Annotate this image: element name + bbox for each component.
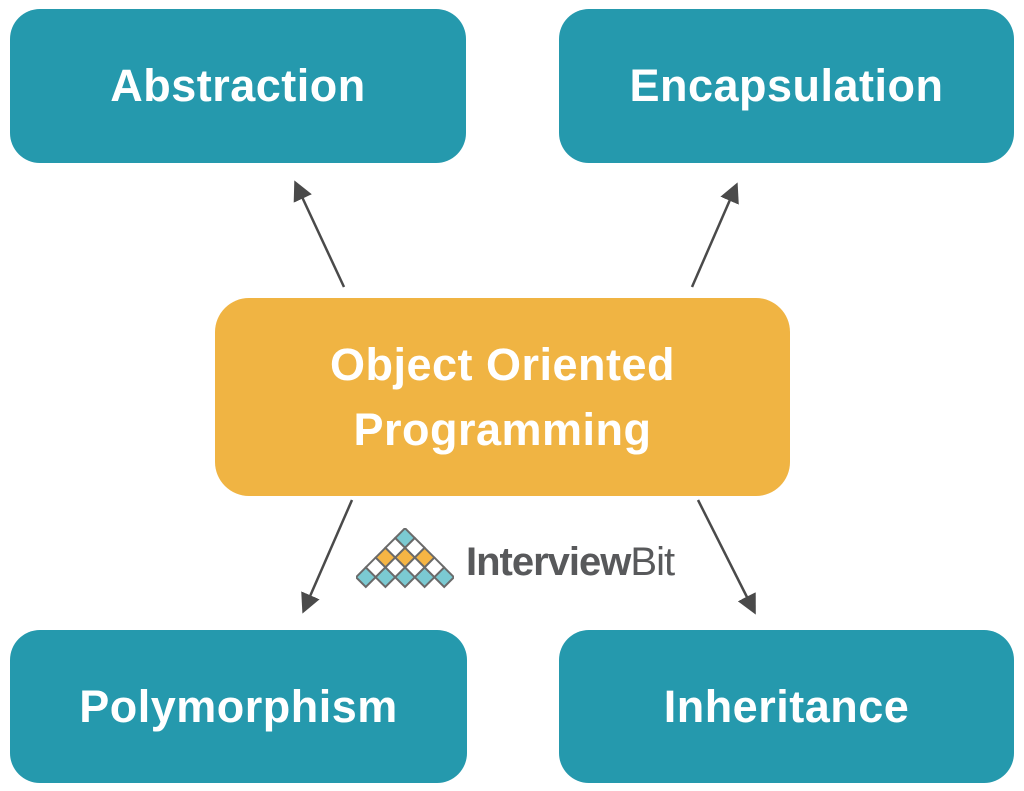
node-polymorphism: Polymorphism (10, 630, 467, 783)
node-oop-center: Object Oriented Programming (215, 298, 790, 496)
node-polymorphism-label: Polymorphism (79, 680, 398, 732)
node-abstraction: Abstraction (10, 9, 466, 163)
arrow-center-to-inheritance (696, 499, 756, 615)
logo-text-interview: Interview (466, 540, 631, 584)
logo-text-bit: Bit (630, 540, 675, 584)
node-oop-center-label: Object Oriented Programming (329, 338, 676, 455)
arrow-center-to-abstraction (293, 180, 346, 288)
arrow-center-to-polymorphism (301, 499, 354, 614)
node-inheritance: Inheritance (559, 630, 1014, 783)
pyramid-diamond-teal (393, 566, 417, 589)
pyramid-diamond-teal (433, 566, 454, 589)
interviewbit-pyramid-icon (356, 528, 454, 589)
interviewbit-logo: InterviewBit (356, 528, 675, 597)
pyramid-diamond-teal (374, 566, 397, 589)
pyramid-diamond-teal (356, 566, 377, 589)
node-inheritance-label: Inheritance (663, 680, 910, 732)
pyramid-diamond-teal (413, 566, 436, 589)
arrow-center-to-encapsulation (690, 182, 739, 288)
node-encapsulation-label: Encapsulation (629, 60, 944, 111)
node-encapsulation: Encapsulation (559, 9, 1014, 163)
node-abstraction-label: Abstraction (110, 60, 366, 111)
logo-text: InterviewBit (466, 540, 675, 585)
